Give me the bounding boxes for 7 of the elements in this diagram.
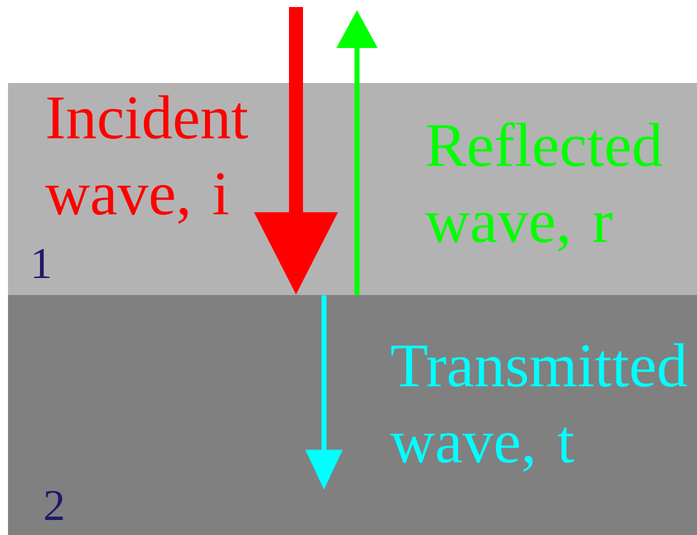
layer-number: 1 [34, 248, 50, 278]
layer-number: 2 [45, 490, 63, 520]
edge-label: Transmitted wave, t [390, 343, 687, 472]
layer [8, 83, 697, 295]
edge-label: Incident wave, i [45, 95, 248, 224]
edge-label: Reflected wave, r [425, 122, 662, 252]
layer [8, 295, 697, 535]
